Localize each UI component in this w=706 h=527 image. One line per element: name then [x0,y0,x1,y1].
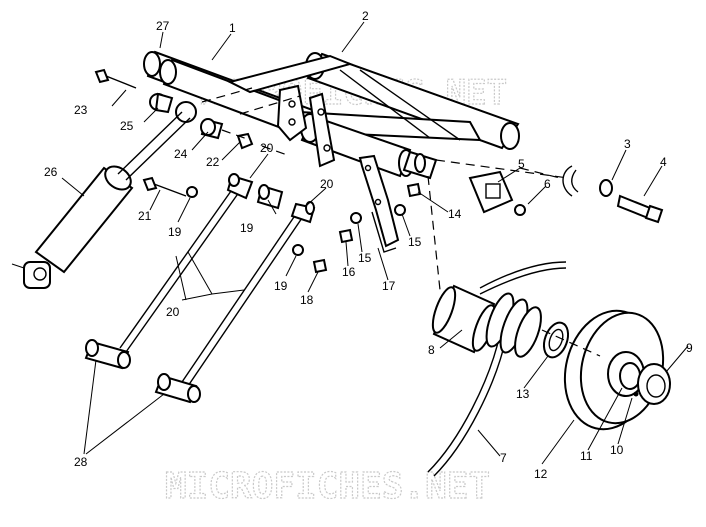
shock-absorber [11,111,191,289]
wheel-cap [637,363,671,405]
callout-15-right: 15 [408,235,422,249]
callout-4: 4 [660,155,667,169]
leader-lines [61,21,689,465]
control-rods [84,173,316,404]
callout-26: 23 [74,103,88,117]
callout-29: 26 [44,165,58,179]
callout-13: 13 [516,387,530,401]
callout-21: 19 [240,221,254,235]
callout-1: 1 [229,21,236,35]
torsion-spring [427,261,567,477]
callout-labels: 27 1 2 23 25 24 22 20 26 20 21 19 19 3 4… [44,9,693,481]
callout-3: 3 [624,137,631,151]
callout-9: 9 [686,341,693,355]
callout-14: 14 [448,207,462,221]
callout-25: 22 [206,155,220,169]
callout-11: 11 [580,449,593,463]
callout-27: 24 [174,147,188,161]
callout-12: 12 [534,467,548,481]
callout-22: 20 [166,305,180,319]
callout-24: 21 [138,209,152,223]
callout-17: 16 [342,265,356,279]
bushing-block [468,170,526,216]
callout-15-left: 15 [358,251,372,265]
callout-20-right: 20 [320,177,334,191]
pivot-bracket-plates [276,84,336,168]
callout-2: 2 [362,9,369,23]
callout-19-left: 19 [168,225,182,239]
callout-23: 28 [74,455,88,469]
callout-5: 5 [518,157,525,171]
circlip-washer-bolt [562,165,664,224]
callout-6: 6 [544,177,551,191]
callout-20-left: 20 [260,141,274,155]
callout-8: 8 [428,343,435,357]
callout-18: 18 [300,293,314,307]
callout-19-right: 19 [274,279,288,293]
callout-16: 17 [382,279,396,293]
spring-bushing [431,284,542,358]
callout-10: 10 [610,443,624,457]
callout-30: 27 [156,19,170,33]
callout-7: 7 [500,451,507,465]
watermark-bottom: MICROFICHES.NET [165,466,490,507]
limiter-strap [358,154,400,253]
alignment-lines [201,87,601,357]
washer-13 [542,321,570,359]
callout-28: 25 [120,119,134,133]
